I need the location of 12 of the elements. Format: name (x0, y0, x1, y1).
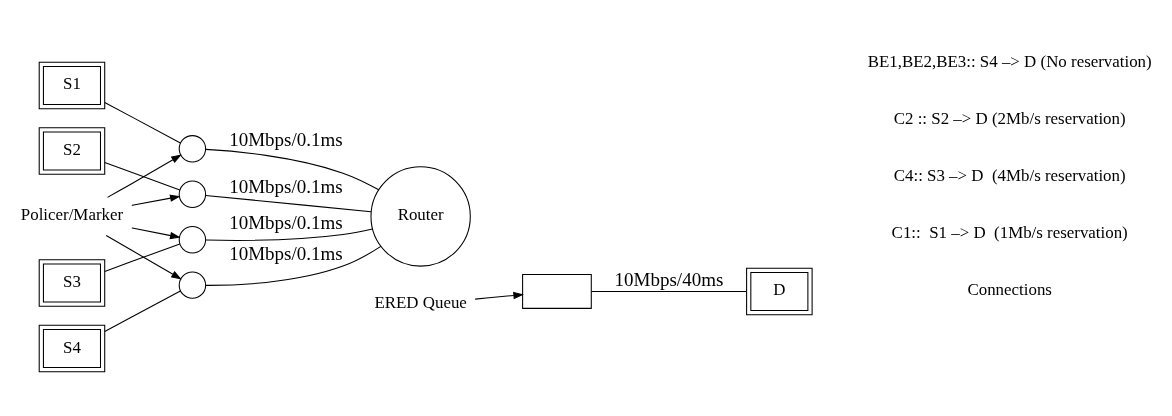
label: C2 :: S2 –> D (2Mb/s reservation) (893, 109, 1126, 129)
label: C1:: S1 –> D (1Mb/s reservation) (891, 223, 1128, 243)
node-text: ERED Queue (374, 293, 467, 313)
edge-label: 10Mbps/0.1ms (229, 129, 343, 151)
node-text: Policer/Marker (20, 205, 124, 225)
edge-label: 10Mbps/0.1ms (229, 175, 343, 197)
edge-label: 10Mbps/0.1ms (229, 243, 343, 265)
label: Connections (967, 280, 1052, 300)
edge-label: 10Mbps/40ms (614, 268, 724, 290)
edge-label: 10Mbps/0.1ms (229, 211, 343, 233)
label: C4:: S3 –> D (4Mb/s reservation) (893, 166, 1126, 186)
label: BE1,BE2,BE3:: S4 –> D (No reservation) (867, 52, 1152, 72)
